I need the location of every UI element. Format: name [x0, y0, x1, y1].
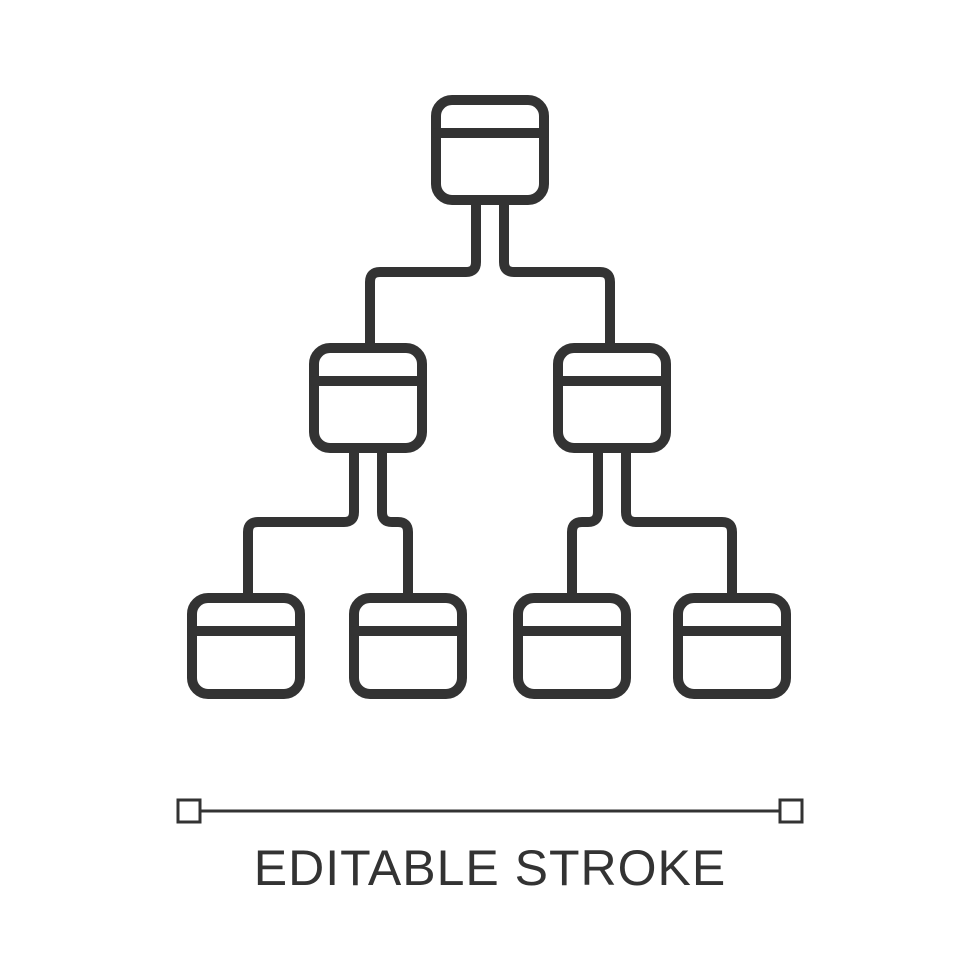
editable-stroke-caption: EDITABLE STROKE [253, 840, 727, 896]
connector-midright-leaf3 [567, 443, 603, 603]
connector-midright-leaf4 [621, 443, 737, 603]
leaf-node-3 [513, 593, 631, 699]
leaf-node-2 [349, 593, 467, 699]
stroke-handle-left [176, 798, 202, 824]
leaf-node-4 [673, 593, 791, 699]
connector-midleft-leaf2 [377, 443, 413, 603]
connector-root-right [499, 195, 615, 353]
root-node [431, 95, 549, 205]
connector-midleft-leaf1 [243, 443, 359, 603]
mid-node-left [309, 343, 427, 453]
stroke-width-indicator [176, 798, 804, 824]
connector-root-left [365, 195, 481, 353]
leaf-node-1 [187, 593, 305, 699]
stroke-handle-right [778, 798, 804, 824]
mid-node-right [553, 343, 671, 453]
